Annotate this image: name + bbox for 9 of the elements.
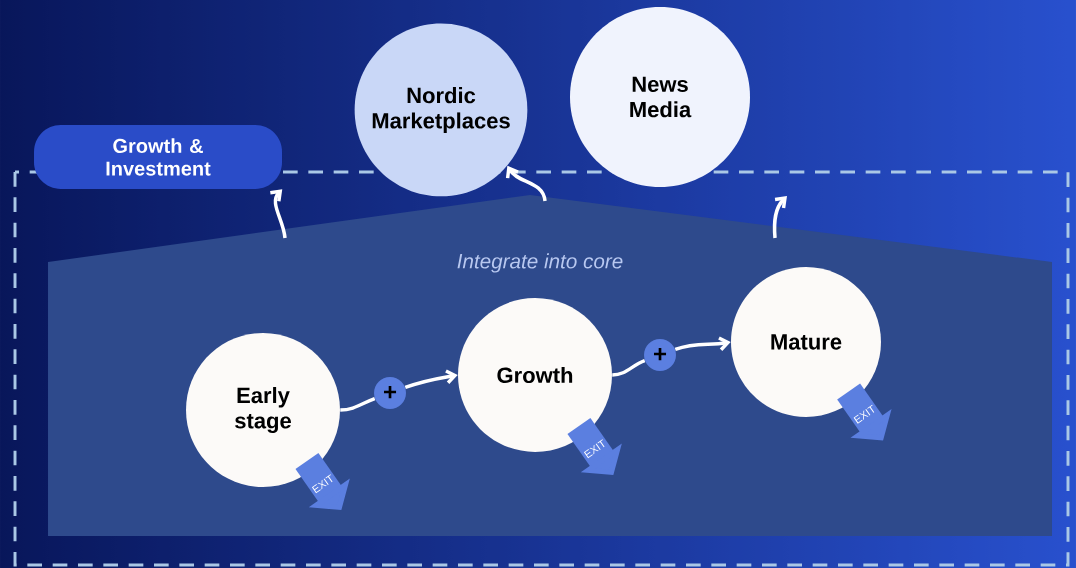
arrow xyxy=(404,369,458,390)
curved-arrow xyxy=(772,196,787,239)
curved-arrow xyxy=(505,165,547,202)
arrow xyxy=(674,336,731,352)
connector xyxy=(340,396,376,412)
connector xyxy=(612,358,646,377)
exit-arrow xyxy=(837,383,892,441)
tab-label: Growth & Investment xyxy=(34,125,282,189)
curved-arrow xyxy=(270,189,287,239)
